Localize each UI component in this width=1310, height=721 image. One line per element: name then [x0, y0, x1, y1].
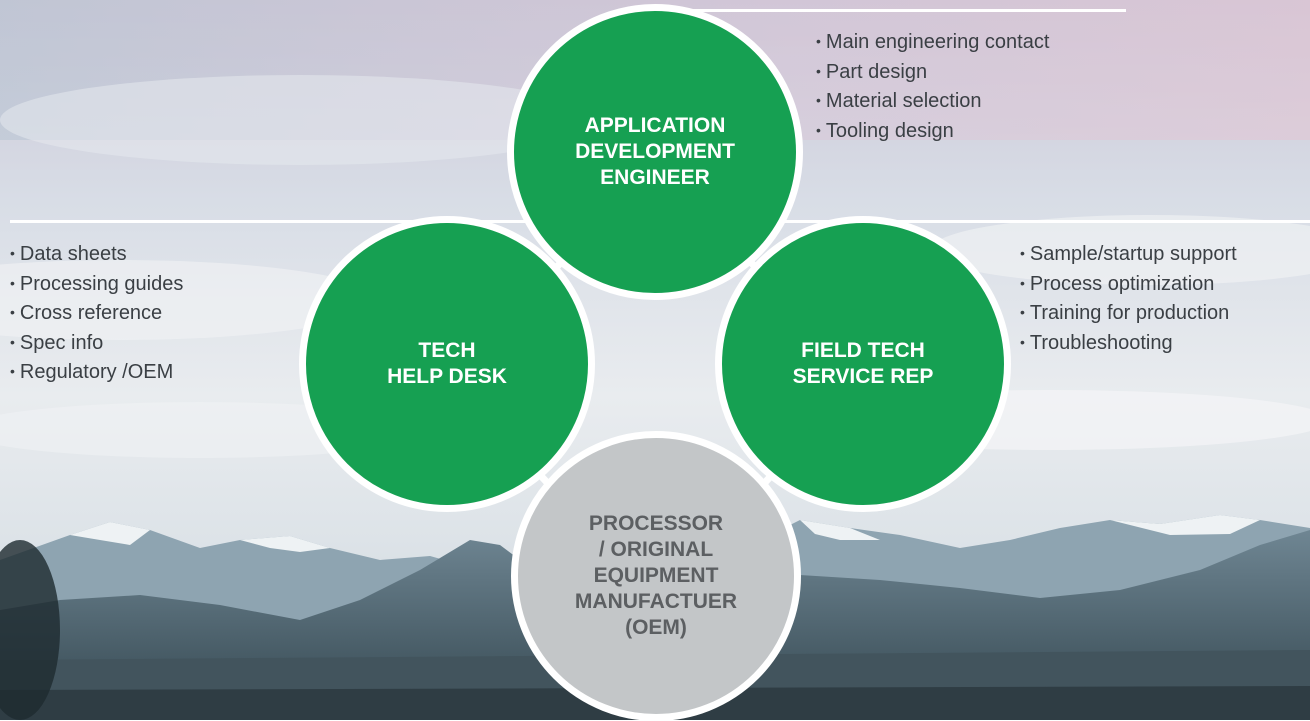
oem-circle: PROCESSOR / ORIGINAL EQUIPMENT MANUFACTU…: [511, 431, 801, 721]
list-item: •Part design: [816, 60, 928, 83]
list-item: •Cross reference: [10, 302, 163, 325]
list-item: •Training for production: [1020, 302, 1230, 325]
oem-circle-label: PROCESSOR / ORIGINAL EQUIPMENT MANUFACTU…: [574, 512, 738, 639]
list-item: •Spec info: [10, 331, 104, 354]
list-item: •Processing guides: [10, 272, 184, 295]
tech-help-desk-circle: TECH HELP DESK: [299, 216, 595, 512]
application-development-engineer-circle: APPLICATION DEVELOPMENT ENGINEER: [507, 4, 803, 300]
list-item: •Sample/startup support: [1020, 243, 1237, 265]
tech-help-desk-label: TECH HELP DESK: [387, 339, 507, 388]
top-connector-line: [660, 9, 1126, 12]
application-engineer-duties-list: •Main engineering contact •Part design •…: [816, 27, 1049, 145]
list-item: •Data sheets: [10, 243, 127, 265]
list-item: •Regulatory /OEM: [10, 361, 174, 384]
field-tech-duties-list: •Sample/startup support •Process optimiz…: [1020, 239, 1237, 357]
list-item: •Material selection: [816, 90, 982, 113]
field-tech-service-rep-label: FIELD TECH SERVICE REP: [792, 339, 934, 388]
tech-help-desk-duties-list: •Data sheets •Processing guides •Cross r…: [10, 239, 183, 387]
list-item: •Tooling design: [816, 119, 954, 142]
field-tech-service-rep-circle: FIELD TECH SERVICE REP: [715, 216, 1011, 512]
list-item: •Troubleshooting: [1020, 331, 1173, 354]
list-item: •Main engineering contact: [816, 31, 1050, 53]
application-development-engineer-label: APPLICATION DEVELOPMENT ENGINEER: [575, 114, 735, 189]
list-item: •Process optimization: [1020, 272, 1215, 295]
